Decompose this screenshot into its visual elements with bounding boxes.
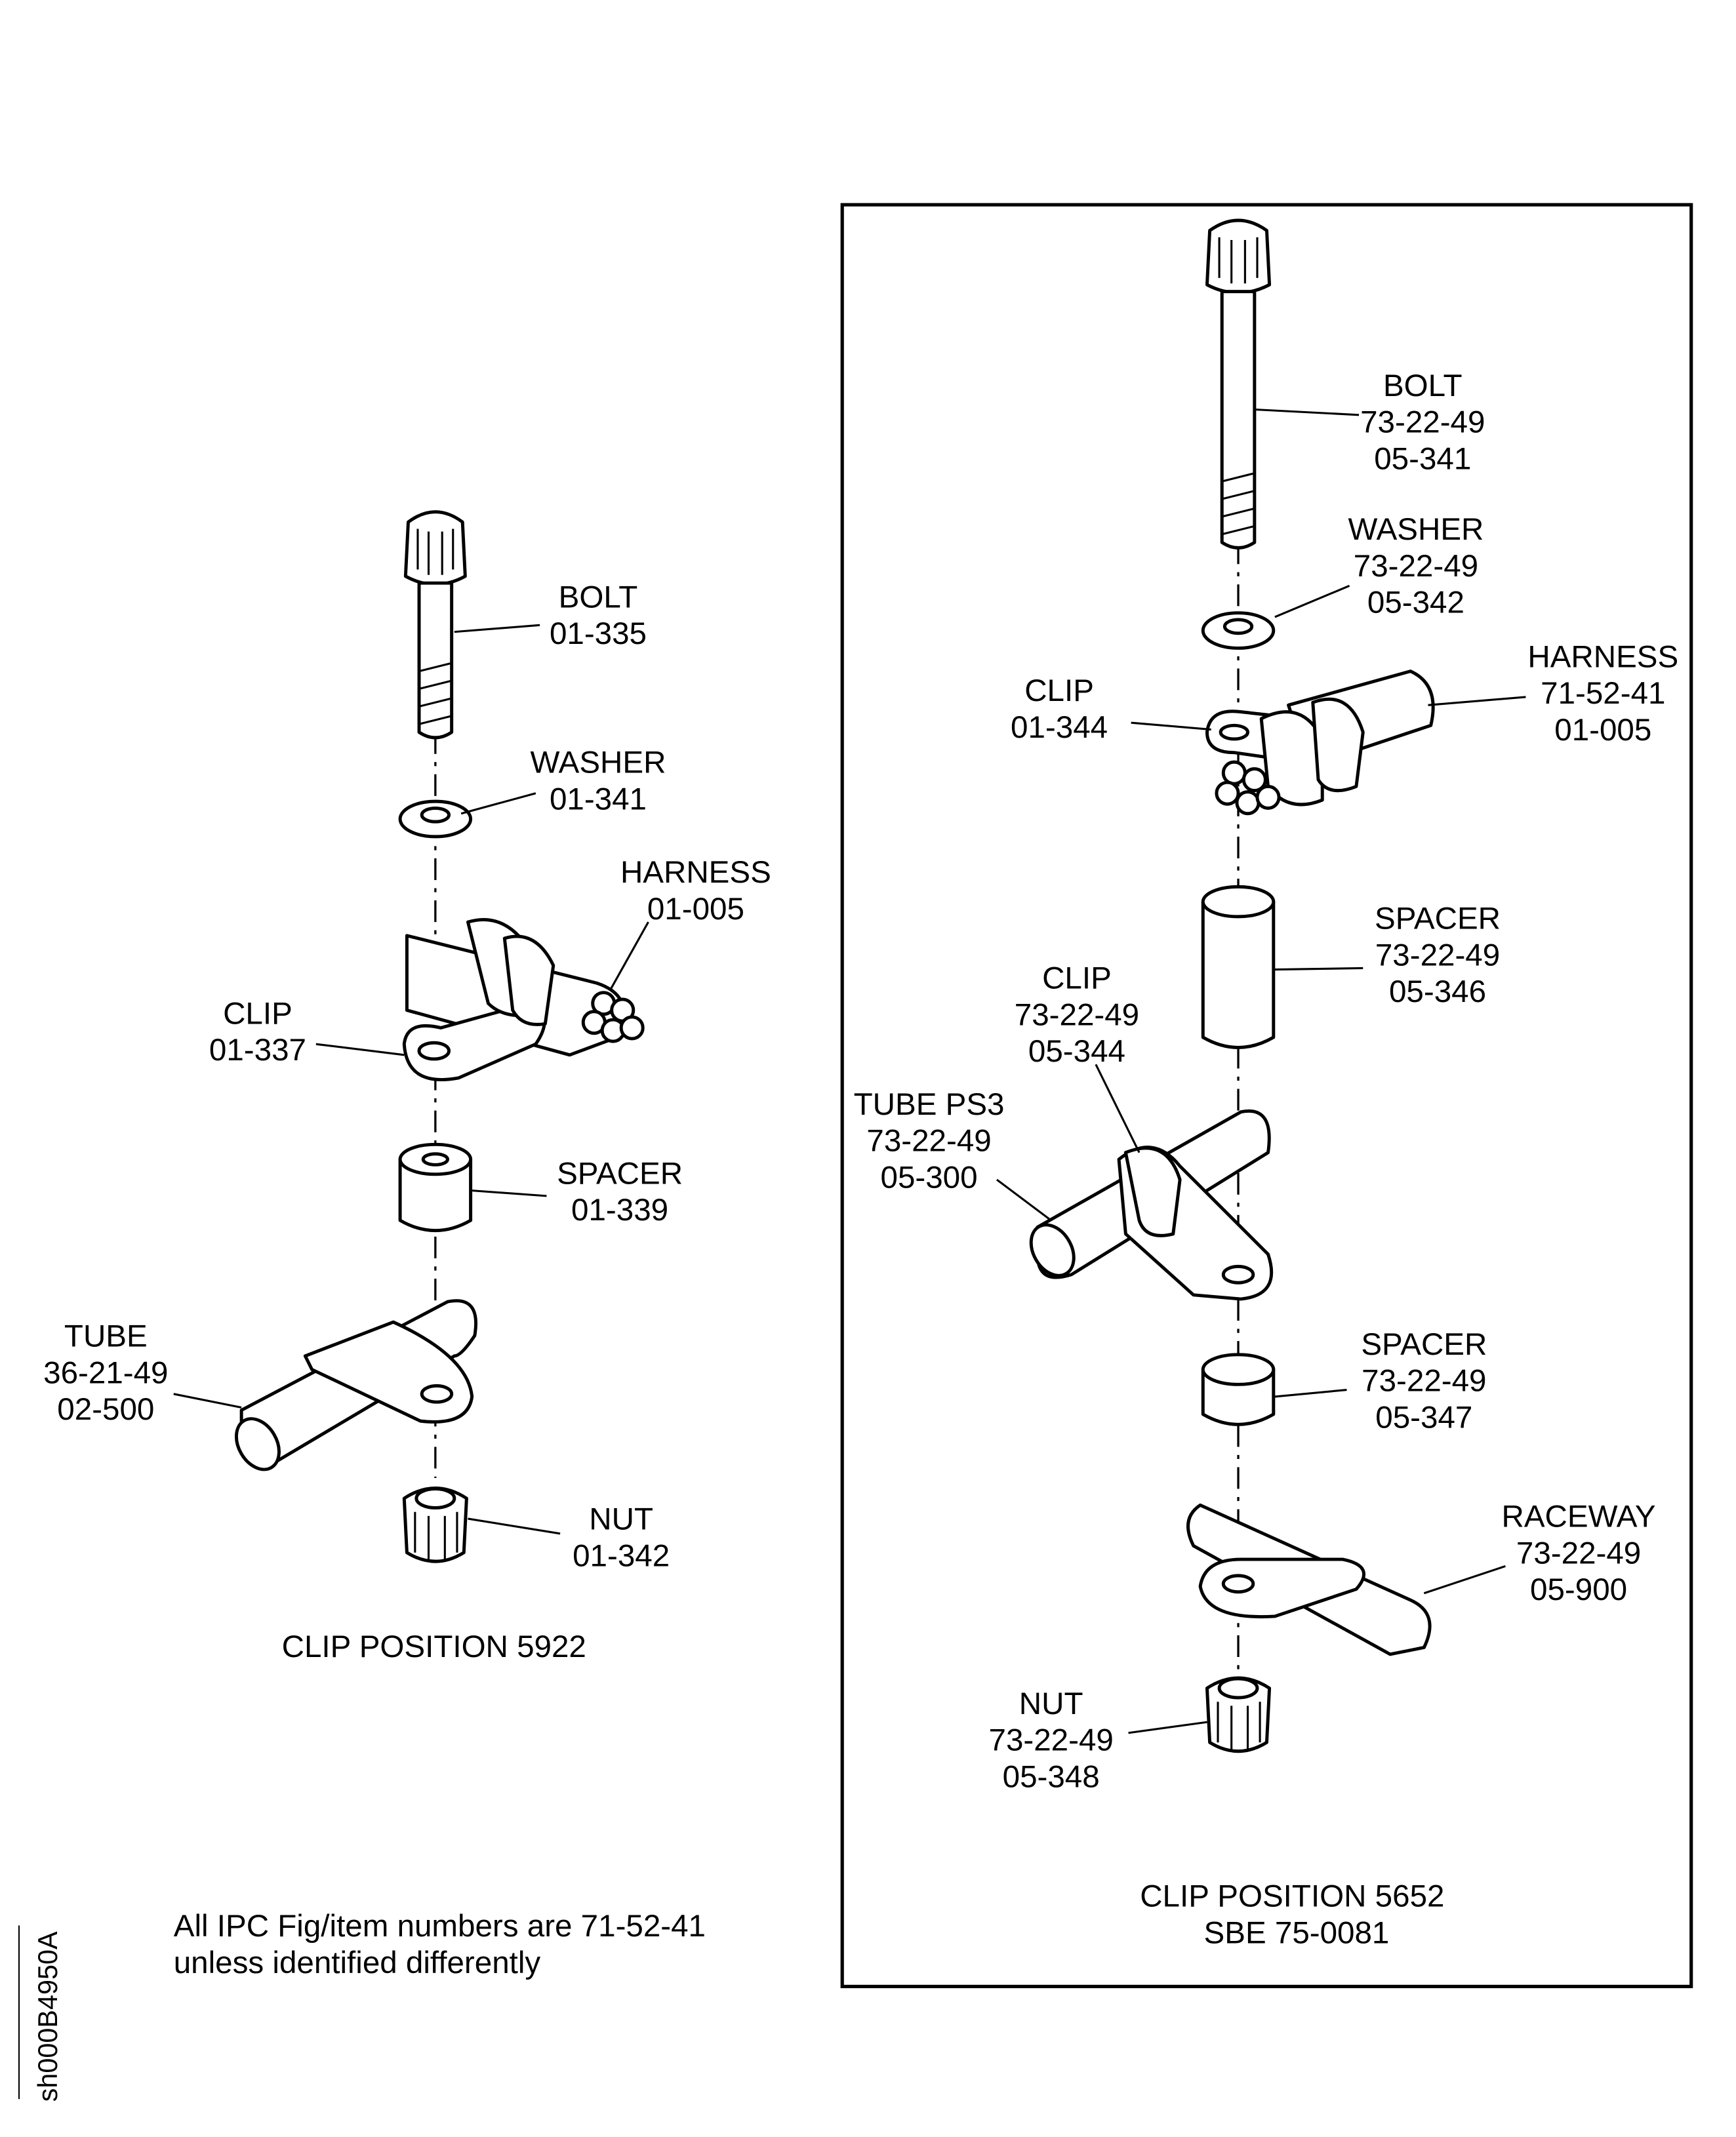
nut-icon <box>402 1487 468 1563</box>
right-label-harness-line: 01-005 <box>1554 713 1651 748</box>
washer-icon <box>398 799 473 839</box>
left-label-harness-line: HARNESS <box>620 855 771 890</box>
right-label-tube-line: 73-22-49 <box>866 1124 991 1159</box>
right-label-clip-lower-line: CLIP <box>1042 961 1112 995</box>
right-label-nut-line: NUT <box>1019 1687 1083 1721</box>
left-caption: CLIP POSITION 5922 <box>282 1629 586 1664</box>
clip-harness-icon <box>402 918 645 1082</box>
left-label-nut-line: 01-342 <box>573 1538 670 1573</box>
ipc-note-line: unless identified differently <box>174 1946 541 1980</box>
right-label-nut-line: 73-22-49 <box>989 1723 1114 1758</box>
right-label-bolt-line: 73-22-49 <box>1360 405 1485 440</box>
nut-icon <box>1205 1676 1272 1753</box>
right-label-spacer-upper-line: 05-346 <box>1389 974 1486 1009</box>
ipc-note-line: All IPC Fig/item numbers are 71-52-41 <box>174 1909 706 1944</box>
left-label-washer-line: 01-341 <box>550 782 647 817</box>
left-label-bolt-line: 01-335 <box>550 616 647 651</box>
left-label-washer-line: WASHER <box>531 746 666 780</box>
right-label-washer-line: WASHER <box>1348 512 1484 547</box>
left-label-nut-line: NUT <box>589 1502 653 1537</box>
right-label-harness-line: HARNESS <box>1527 639 1678 674</box>
right-label-clip-lower-line: 05-344 <box>1028 1034 1125 1069</box>
right-label-clip-lower-line: 73-22-49 <box>1015 997 1139 1032</box>
left-label-clip-line: 01-337 <box>209 1033 306 1068</box>
bolt-icon <box>403 510 467 740</box>
right-label-harness-line: 71-52-41 <box>1541 676 1665 711</box>
right-label-washer-line: 73-22-49 <box>1354 549 1478 584</box>
right-label-raceway-line: RACEWAY <box>1502 1499 1656 1534</box>
right-label-spacer-upper-line: 73-22-49 <box>1375 938 1500 972</box>
right-label-tube-line: TUBE PS3 <box>854 1087 1005 1122</box>
right-label-bolt-line: BOLT <box>1383 369 1463 403</box>
right-label-clip-upper-line: 01-344 <box>1011 710 1108 745</box>
washer-icon <box>1201 611 1276 650</box>
right-label-washer-line: 05-342 <box>1367 586 1464 620</box>
right-label-spacer-lower-line: 05-347 <box>1375 1400 1472 1435</box>
right-label-tube-line: 05-300 <box>881 1160 978 1195</box>
right-label-spacer-upper-line: SPACER <box>1375 902 1501 936</box>
right-assembly <box>996 218 1526 1753</box>
spacer-upper-icon <box>1201 885 1276 1049</box>
right-label-raceway-line: 73-22-49 <box>1516 1536 1641 1570</box>
right-label-clip-upper-line: CLIP <box>1024 673 1094 708</box>
tube-clip-icon <box>1029 1109 1274 1301</box>
right-label-spacer-lower-line: 73-22-49 <box>1362 1364 1486 1399</box>
right-label-nut-line: 05-348 <box>1003 1759 1100 1794</box>
left-label-spacer-line: SPACER <box>557 1156 683 1191</box>
left-assembly <box>173 510 649 1563</box>
bolt-icon <box>1205 218 1272 549</box>
left-label-tube-line: 36-21-49 <box>43 1355 168 1390</box>
spacer-lower-icon <box>1201 1353 1276 1426</box>
spacer-icon <box>398 1142 473 1232</box>
right-label-bolt-line: 05-341 <box>1374 441 1471 476</box>
sbe-panel-frame <box>840 203 1693 1989</box>
left-label-tube-line: 02-500 <box>57 1392 154 1427</box>
tube-clip-icon <box>234 1299 477 1471</box>
left-label-clip-line: CLIP <box>223 996 293 1031</box>
left-label-bolt-line: BOLT <box>559 580 638 614</box>
right-caption: CLIP POSITION 5652 SBE 75-0081 <box>1140 1879 1453 1950</box>
clip-harness-icon <box>1205 669 1435 816</box>
right-caption-line: SBE 75-0081 <box>1204 1915 1390 1950</box>
raceway-clip-icon <box>1186 1503 1432 1656</box>
right-caption-line: CLIP POSITION 5652 <box>1140 1879 1444 1913</box>
right-label-raceway-line: 05-900 <box>1530 1572 1627 1607</box>
drawing-id: sh000B4950A <box>33 1931 63 2102</box>
left-label-spacer-line: 01-339 <box>571 1193 668 1228</box>
right-label-spacer-lower-line: SPACER <box>1361 1327 1487 1362</box>
ipc-note: All IPC Fig/item numbers are 71-52-41 un… <box>174 1909 715 1980</box>
left-label-harness-line: 01-005 <box>647 892 744 927</box>
left-label-tube-line: TUBE <box>64 1319 148 1353</box>
